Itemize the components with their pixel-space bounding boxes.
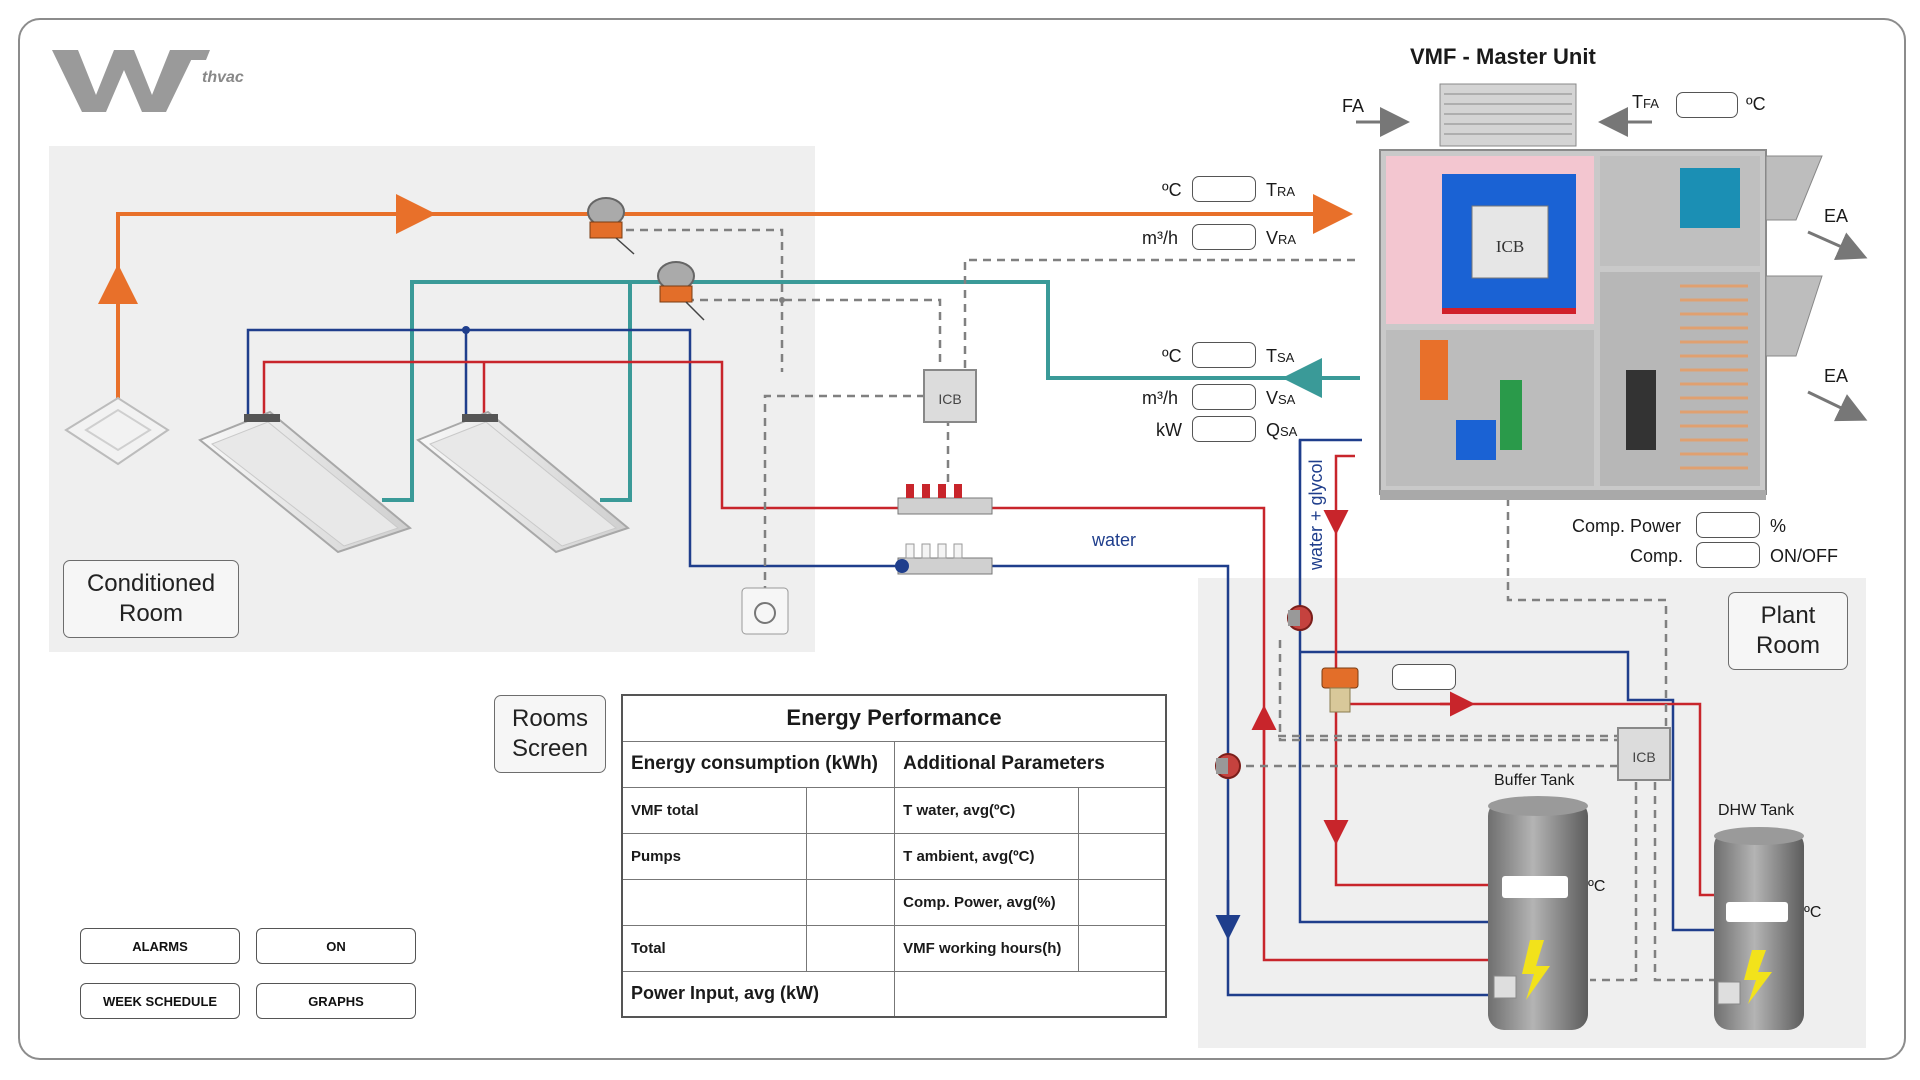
supply-air-duct: [382, 280, 1360, 502]
alarms-button[interactable]: ALARMS: [80, 928, 240, 964]
water-label: water: [1092, 530, 1137, 550]
row-label: Comp. Power, avg(%): [894, 878, 1079, 926]
row-label: Total: [621, 924, 808, 972]
buffer-tank-unit: ºC: [1588, 878, 1606, 895]
dhw-tank: [1714, 827, 1804, 1030]
vra-label: VRA: [1266, 228, 1297, 248]
vra-field: [1192, 224, 1256, 250]
vra-unit: m³/h: [1142, 228, 1178, 248]
master-unit-title: VMF - Master Unit: [1410, 44, 1596, 69]
comp-power-label: Comp. Power: [1572, 516, 1682, 536]
airflow-arrows: [1356, 107, 1868, 422]
table-row: Total VMF working hours(h): [621, 924, 1167, 972]
row-label: Pumps: [621, 832, 808, 880]
dhw-tank-label: DHW Tank: [1718, 802, 1795, 819]
glycol-circuit-pump: [1287, 605, 1313, 631]
comp-power-field: [1696, 512, 1760, 538]
buffer-tank: [1488, 796, 1588, 1030]
comp-unit: ON/OFF: [1770, 546, 1838, 566]
wiring-junction: [779, 297, 785, 303]
table-row: Comp. Power, avg(%): [621, 878, 1167, 926]
room-icb-controller: ICB: [923, 369, 977, 423]
on-button[interactable]: ON: [256, 928, 416, 964]
energy-table-title: Energy Performance: [621, 694, 1167, 742]
row-value: [806, 832, 896, 880]
power-input-value: [894, 970, 1167, 1018]
tfa-unit: ºC: [1746, 94, 1766, 114]
qsa-field: [1192, 416, 1256, 442]
three-way-valve: [1321, 667, 1359, 713]
tsa-label: TSA: [1266, 346, 1295, 366]
manifold-return: [895, 543, 993, 575]
ea-label-bottom: EA: [1824, 366, 1849, 386]
tfa-field: [1676, 92, 1738, 118]
comp-field: [1696, 542, 1760, 568]
energy-performance-table: Energy Performance Energy consumption (k…: [621, 694, 1167, 1018]
vmf-logo: thvac: [52, 50, 244, 112]
week-schedule-button[interactable]: WEEK SCHEDULE: [80, 983, 240, 1019]
tra-field: [1192, 176, 1256, 202]
tsa-field: [1192, 342, 1256, 368]
row-value: [1077, 924, 1167, 972]
buffer-tank-label: Buffer Tank: [1494, 772, 1575, 789]
graphs-button[interactable]: GRAPHS: [256, 983, 416, 1019]
pipe-junction: [462, 326, 470, 334]
row-value: [806, 786, 896, 834]
svg-text:ICB: ICB: [1632, 749, 1655, 765]
row-value: [1077, 832, 1167, 880]
qsa-label: QSA: [1266, 420, 1298, 440]
radiant-panel-2: [416, 410, 631, 554]
row-value: [806, 924, 896, 972]
vsa-unit: m³/h: [1142, 388, 1178, 408]
return-air-duct: [98, 194, 1353, 400]
qsa-unit: kW: [1156, 420, 1182, 440]
tra-label: TRA: [1266, 180, 1296, 200]
return-damper: [587, 197, 635, 255]
comp-power-unit: %: [1770, 516, 1787, 536]
supply-damper: [657, 261, 705, 321]
energy-left-header: Energy consumption (kWh): [621, 740, 896, 788]
energy-right-header: Additional Parameters: [894, 740, 1167, 788]
row-label: VMF working hours(h): [894, 924, 1079, 972]
row-value: [1077, 878, 1167, 926]
row-label: T water, avg(ºC): [894, 786, 1079, 834]
ceiling-diffuser: [64, 396, 170, 466]
table-row: VMF total T water, avg(ºC): [621, 786, 1167, 834]
comp-label: Comp.: [1630, 546, 1684, 566]
radiant-panel-1: [198, 410, 413, 554]
row-label: T ambient, avg(ºC): [894, 832, 1079, 880]
svg-text:ICB: ICB: [938, 391, 961, 407]
power-input-label: Power Input, avg (kW): [621, 970, 896, 1018]
row-value: [806, 878, 896, 926]
water-glycol-label: water + glycol: [1306, 459, 1326, 570]
cold-water-pipes: [246, 328, 1715, 997]
vsa-field: [1192, 384, 1256, 410]
ea-label-top: EA: [1824, 206, 1849, 226]
tfa-label: TFA: [1632, 92, 1659, 112]
valve-field: [1392, 664, 1456, 690]
svg-text:ICB: ICB: [1496, 237, 1524, 256]
row-label: [621, 878, 808, 926]
room-thermostat: [741, 587, 789, 635]
master-unit-body: ICB: [1379, 83, 1823, 500]
tra-unit: ºC: [1162, 180, 1182, 200]
vsa-label: VSA: [1266, 388, 1296, 408]
manifold-supply: [897, 484, 993, 515]
fa-label: FA: [1342, 96, 1365, 116]
dhw-tank-unit: ºC: [1804, 904, 1822, 921]
row-label: VMF total: [621, 786, 808, 834]
water-circuit-pump: [1215, 753, 1241, 779]
tsa-unit: ºC: [1162, 346, 1182, 366]
control-wiring: [612, 228, 1715, 982]
row-value: [1077, 786, 1167, 834]
plant-icb-controller: ICB: [1617, 727, 1671, 781]
table-row: Pumps T ambient, avg(ºC): [621, 832, 1167, 880]
logo-subtext: thvac: [202, 69, 244, 86]
